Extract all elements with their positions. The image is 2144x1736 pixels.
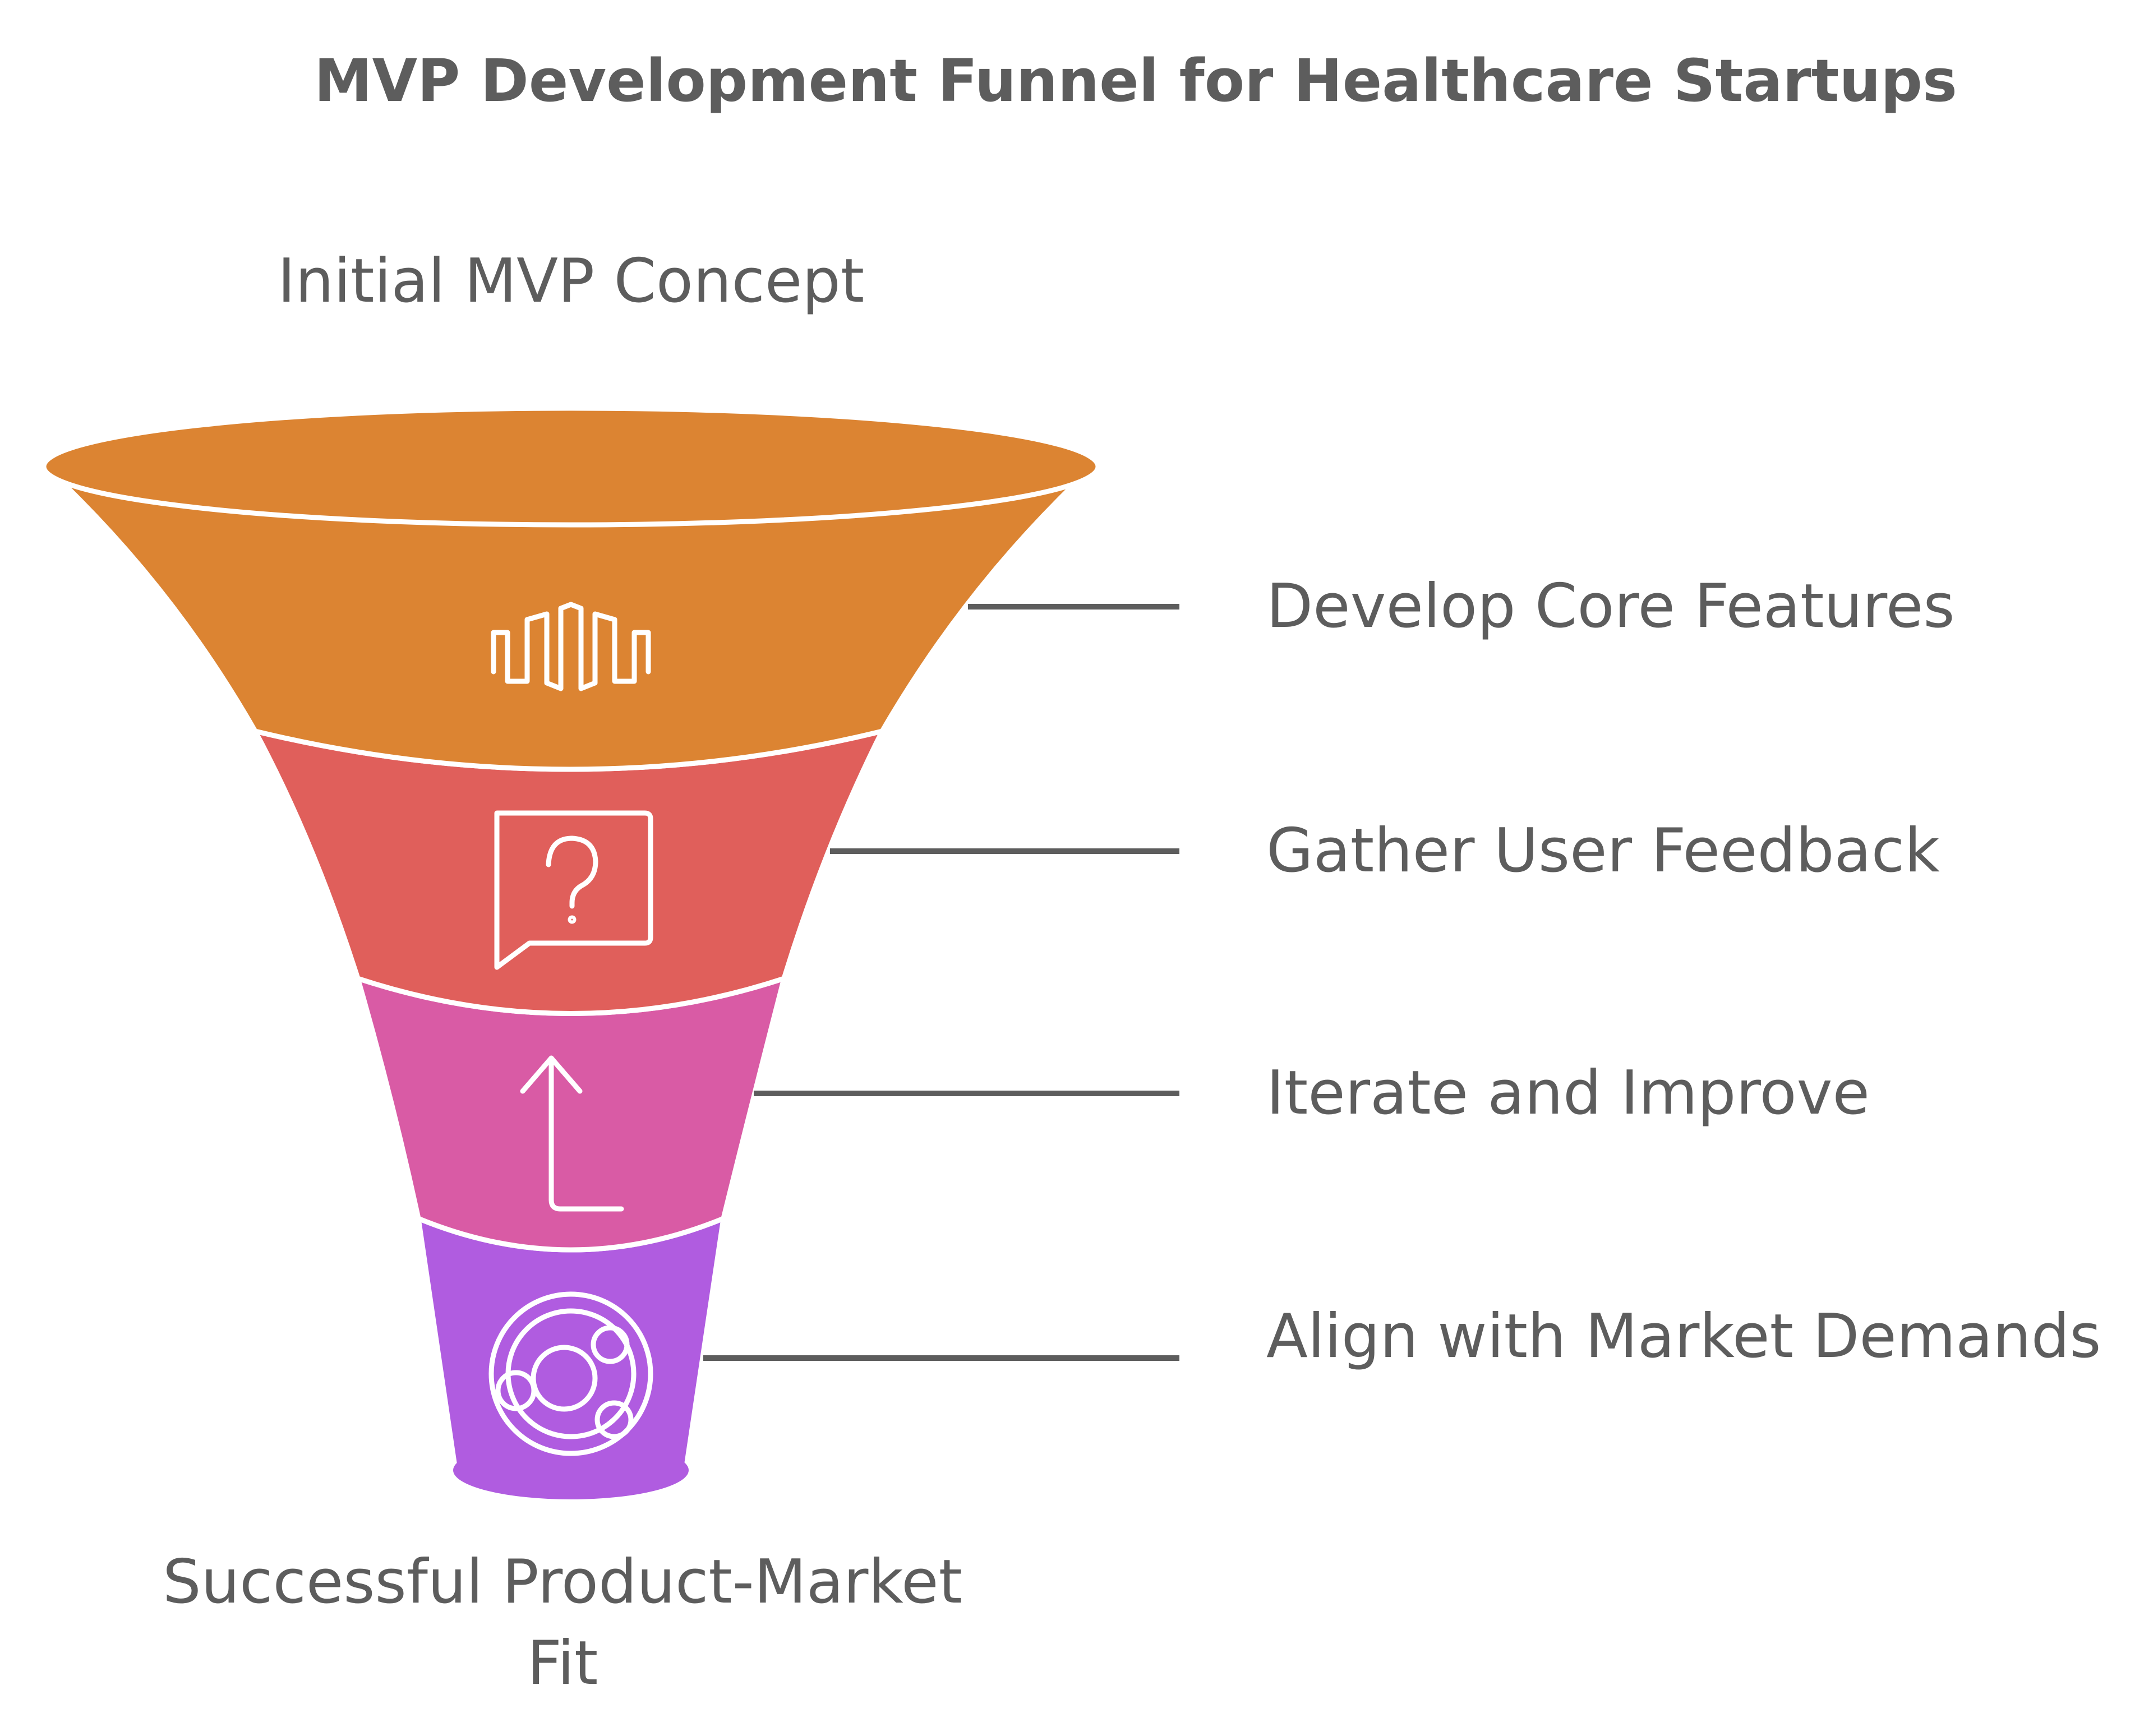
funnel-segment-4-base: [453, 1441, 689, 1499]
question-bubble-icon: [494, 810, 653, 970]
funnel-segment-2: [250, 727, 887, 1016]
funnel: [41, 405, 1101, 1499]
stage-label-3: Iterate and Improve: [1266, 1058, 1870, 1128]
diagram-title: MVP Development Funnel for Healthcare St…: [314, 47, 1957, 115]
top-label: Initial MVP Concept: [278, 246, 864, 316]
stage-label-2: Gather User Feedback: [1266, 816, 1940, 886]
bottom-label-line-1: Successful Product-Market: [163, 1547, 962, 1617]
bottom-label-line-2: Fit: [527, 1628, 598, 1698]
waveform-icon: [491, 602, 651, 691]
turn-up-arrow-icon: [520, 1055, 624, 1212]
stage-label-1: Develop Core Features: [1266, 571, 1955, 641]
circles-icon: [488, 1291, 653, 1456]
stage-label-4: Align with Market Demands: [1266, 1301, 2101, 1372]
funnel-top-rim: [41, 405, 1101, 528]
